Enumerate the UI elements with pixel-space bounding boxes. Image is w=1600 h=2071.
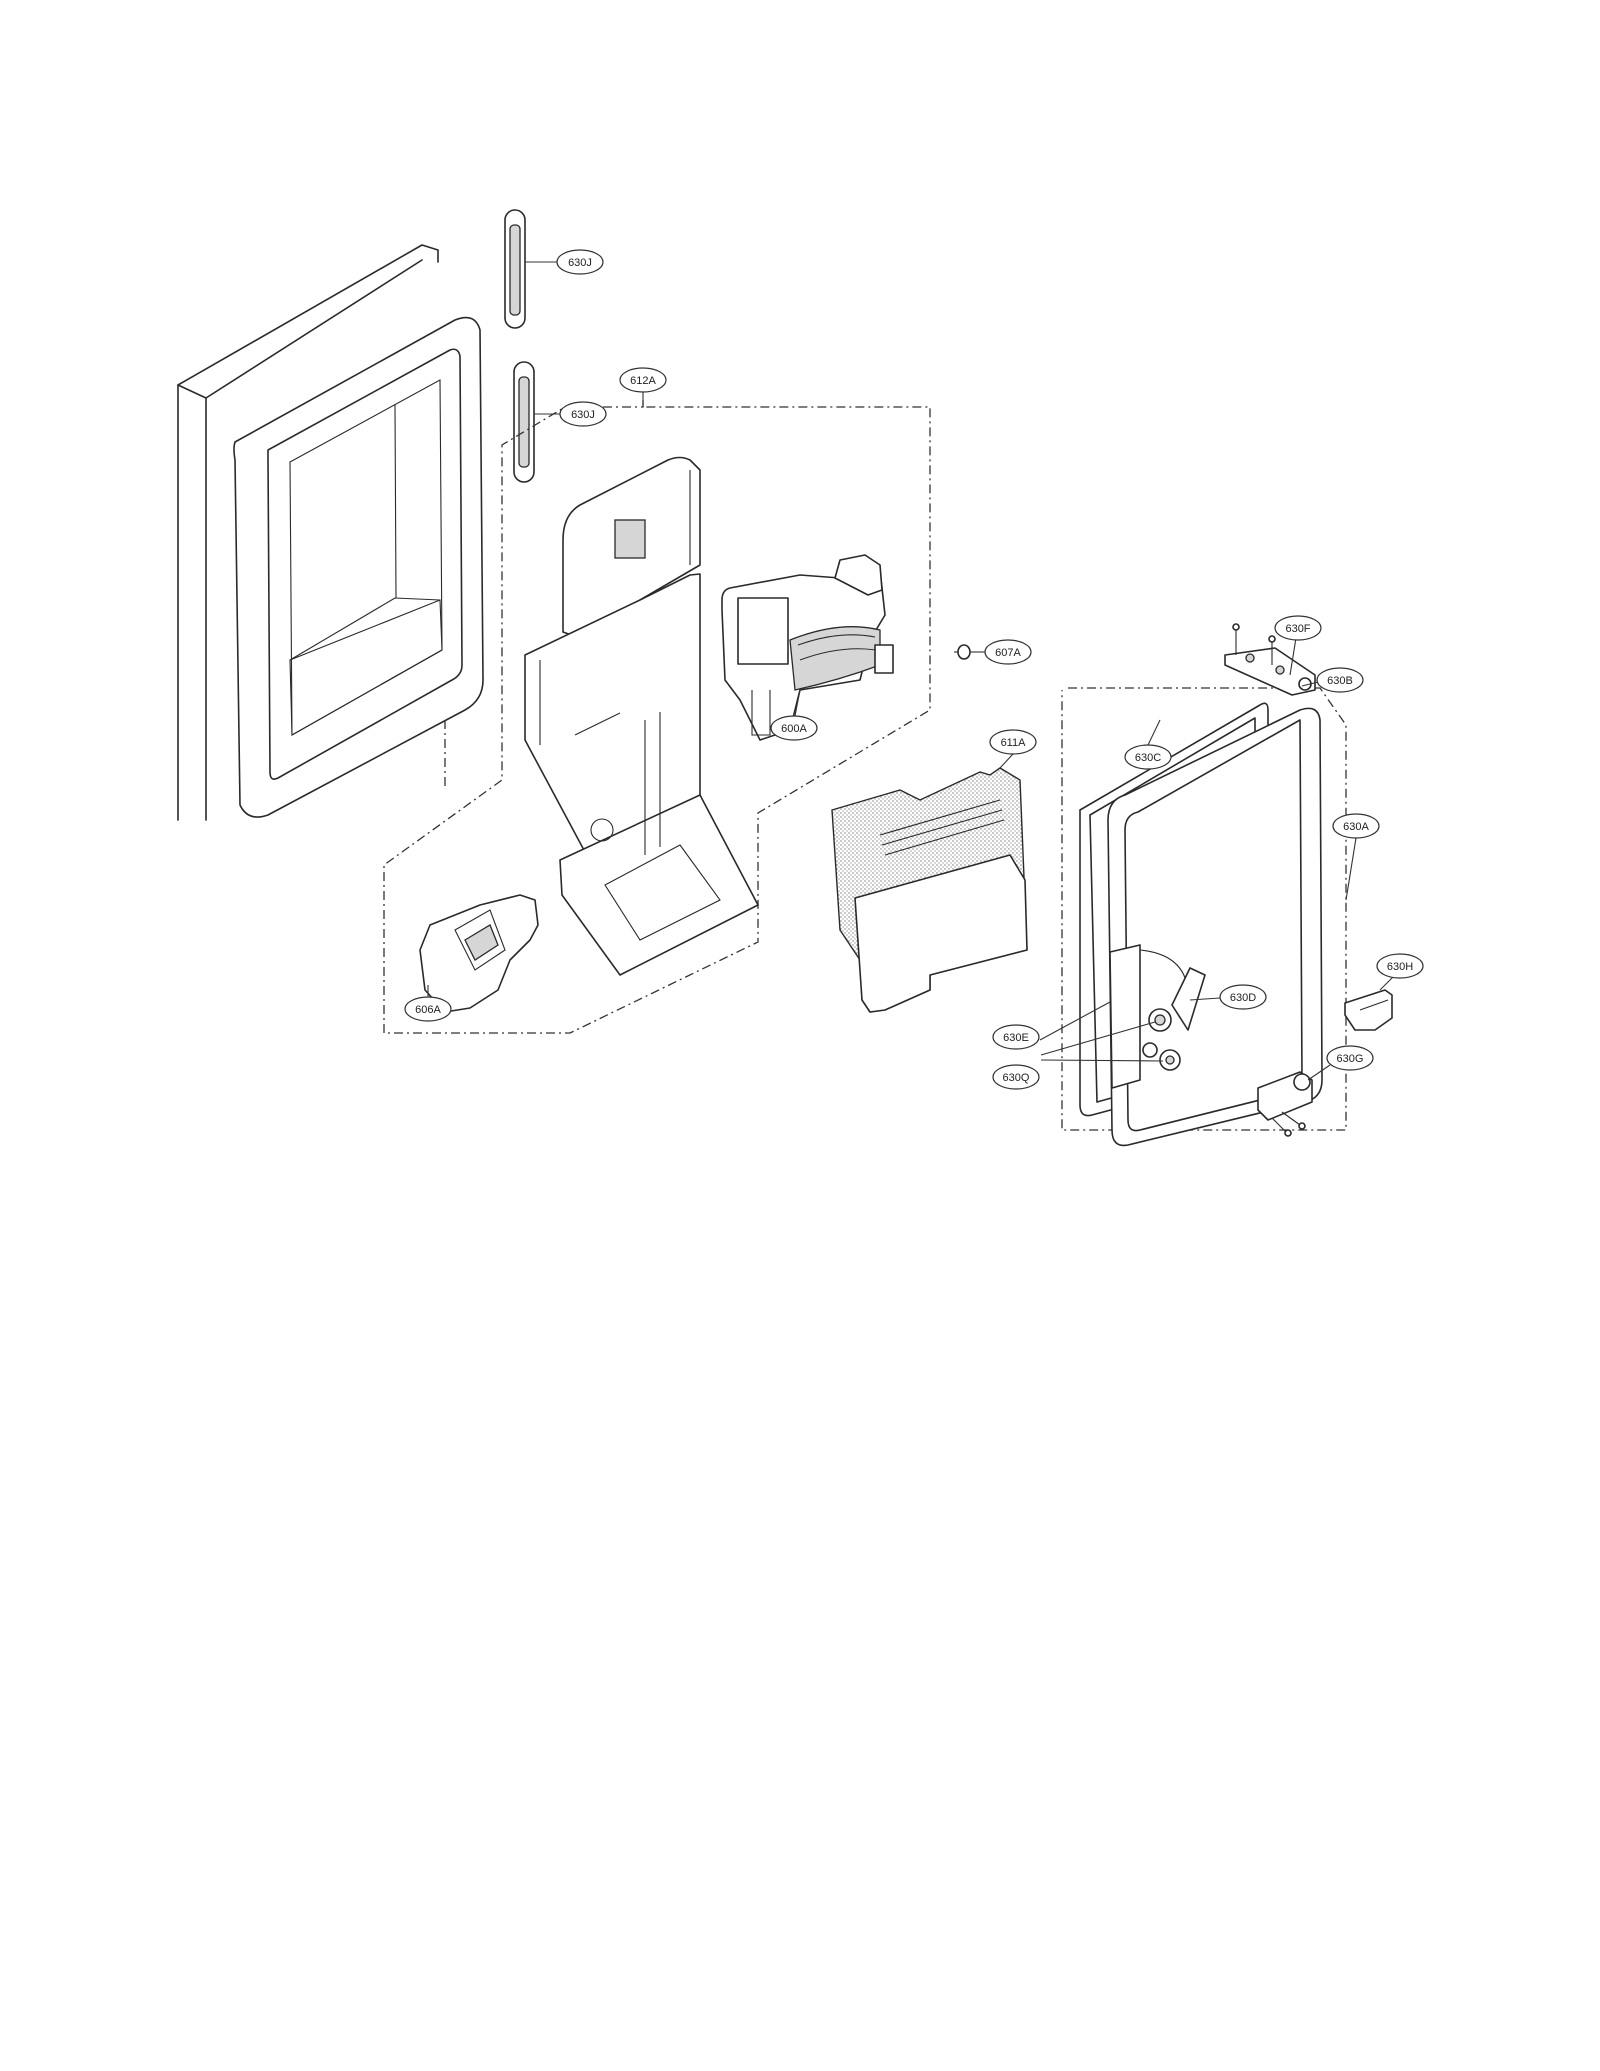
callout-630Q-bubble: 630Q [992, 1064, 1040, 1090]
svg-text:630H: 630H [1387, 961, 1413, 973]
callout-630C: 630C [1124, 744, 1172, 770]
ice-maker [721, 554, 894, 741]
freezer-door-assembly [1061, 687, 1347, 1147]
callout-612A: 612A [619, 367, 667, 393]
dispenser-housing [524, 456, 759, 976]
callout-630F: 630F [1274, 615, 1322, 641]
callout-606A: 606A [404, 996, 452, 1022]
callout-630E: 630E [992, 1024, 1040, 1050]
svg-text:630J: 630J [571, 409, 595, 421]
callout-630G: 630G [1326, 1045, 1374, 1071]
leader-lines [642, 392, 1357, 1062]
hinge-cover-bottom [513, 361, 560, 483]
svg-text:630Q: 630Q [1003, 1072, 1030, 1084]
hinge-cover-top [504, 209, 557, 329]
callout-630B: 630B [1316, 667, 1364, 693]
callout-630D: 630D [1219, 984, 1267, 1010]
callout-630H: 630H [1376, 953, 1424, 979]
door-panel [177, 244, 484, 821]
svg-text:607A: 607A [995, 647, 1021, 659]
svg-text:630G: 630G [1337, 1053, 1364, 1065]
svg-text:606A: 606A [415, 1004, 441, 1016]
svg-text:630C: 630C [1135, 752, 1161, 764]
screw-knob [954, 644, 985, 660]
svg-text:630D: 630D [1230, 992, 1256, 1004]
door-handle-clip [1344, 974, 1396, 1031]
callout-600A: 600A [770, 715, 818, 741]
cover-bracket [419, 894, 539, 1013]
callout-630J-top: 630J [556, 249, 604, 275]
svg-text:611A: 611A [1001, 737, 1027, 749]
callout-611A: 611A [989, 729, 1037, 755]
callout-630J-bottom: 630J [559, 401, 607, 427]
top-hinge-plate [1224, 623, 1316, 696]
svg-text:600A: 600A [781, 723, 807, 735]
svg-text:612A: 612A [630, 375, 656, 387]
bottom-hinge [1257, 1064, 1331, 1137]
callout-607A: 607A [984, 639, 1032, 665]
svg-text:630E: 630E [1003, 1032, 1029, 1044]
svg-text:630A: 630A [1343, 821, 1369, 833]
ice-bin [831, 753, 1028, 1013]
svg-text:630F: 630F [1285, 623, 1310, 635]
svg-text:630B: 630B [1327, 675, 1353, 687]
svg-text:630J: 630J [568, 257, 592, 269]
callout-630A: 630A [1332, 813, 1380, 839]
